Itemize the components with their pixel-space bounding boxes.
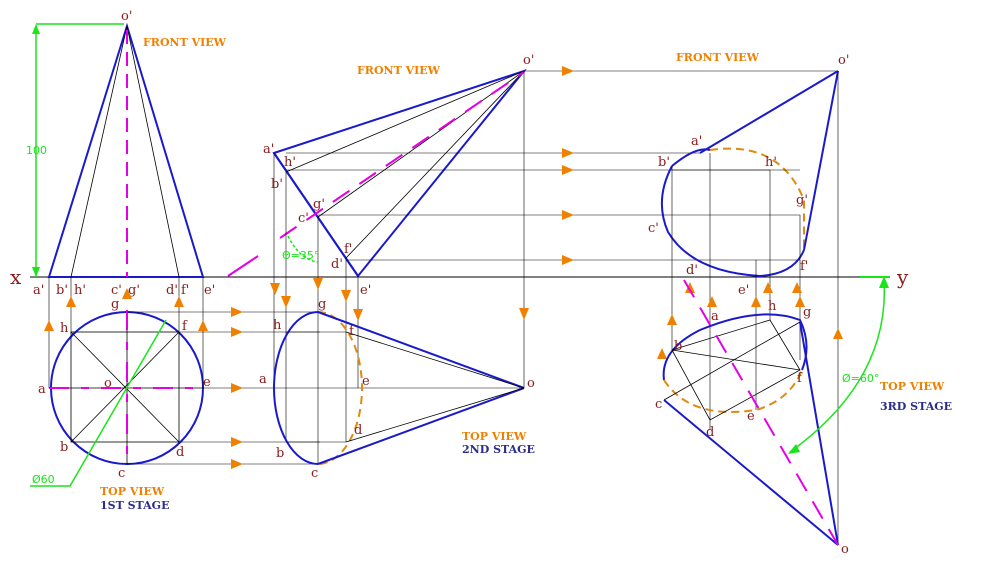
s3-top-f-label: f	[797, 371, 803, 386]
s2-front-e-label: e'	[360, 283, 371, 298]
stage1-top-view	[30, 277, 208, 487]
s2-front-title: FRONT VIEW	[357, 64, 441, 77]
s2-front-apex-label: o'	[523, 53, 534, 68]
s3-top-e-label: e	[747, 409, 755, 424]
stage3-top-view	[662, 276, 889, 546]
s2-front-f-label: f'	[344, 242, 352, 257]
s3-top-g-label: g	[803, 305, 811, 320]
s2-top-b-label: b	[276, 446, 284, 461]
s2-top-title: TOP VIEW	[462, 430, 527, 443]
s2-front-a-label: a'	[263, 142, 274, 157]
s3-front-b-label: b'	[658, 155, 670, 170]
s3-front-title: FRONT VIEW	[676, 51, 760, 64]
s1-stage-label: 1ST STAGE	[100, 499, 169, 512]
s1-front-f-label: f'	[181, 283, 189, 298]
s3-front-apex-label: o'	[838, 53, 849, 68]
s2-front-c-label: c'	[298, 211, 309, 226]
s1-top-f-label: f	[182, 319, 188, 334]
s2-top-h-label: h	[273, 318, 282, 333]
s3-top-title: TOP VIEW	[880, 380, 945, 393]
s1-front-d-label: d'	[166, 283, 178, 298]
s1-front-a-label: a'	[33, 283, 44, 298]
s1-top-b-label: b	[60, 440, 68, 455]
s1-top-o-label: o	[104, 376, 112, 391]
stage1-front-view	[32, 22, 205, 278]
stage2-to-stage3-projectors	[286, 66, 838, 265]
s2-top-f-label: f	[349, 324, 355, 339]
s3-front-h-label: h'	[765, 155, 777, 170]
s1-front-apex-label: o'	[121, 9, 132, 24]
stage2-front-view	[270, 68, 529, 464]
s1-front-title: FRONT VIEW	[143, 36, 227, 49]
s2-top-d-label: d	[354, 423, 362, 438]
s3-top-a-label: a	[711, 309, 719, 324]
diameter-dimension: Ø60	[32, 473, 55, 486]
y-axis-label: y	[896, 265, 909, 289]
s2-top-o-label: o	[527, 376, 535, 391]
s2-stage-label: 2ND STAGE	[462, 443, 535, 456]
s1-front-h-label: h'	[74, 283, 86, 298]
s3-stage-label: 3RD STAGE	[880, 400, 952, 413]
s2-front-g-label: g'	[313, 197, 325, 212]
s2-top-e-label: e	[362, 374, 370, 389]
s1-top-g-label: g	[111, 297, 119, 312]
x-axis-label: x	[10, 265, 22, 289]
s1-top-e-label: e	[203, 375, 211, 390]
stage2-top-view	[273, 311, 525, 465]
s3-top-b-label: b	[674, 339, 682, 354]
s2-front-d-label: d'	[331, 257, 343, 272]
s2-top-a-label: a	[259, 372, 267, 387]
s1-top-c-label: c	[118, 466, 125, 481]
xy-reference-line	[30, 255, 890, 278]
s3-top-o-label: o	[841, 542, 849, 557]
s3-top-c-label: c	[655, 397, 662, 412]
s1-top-a-label: a	[38, 382, 46, 397]
s1-front-c-label: c'	[111, 283, 122, 298]
s1-front-g-label: g'	[128, 283, 140, 298]
phi-angle-label: Ø=60°	[842, 372, 879, 385]
s1-top-title: TOP VIEW	[100, 485, 165, 498]
s1-top-h-label: h	[60, 321, 69, 336]
s3-front-d-label: d'	[686, 263, 698, 278]
s1-front-e-label: e'	[204, 283, 215, 298]
s2-front-b-label: b'	[271, 177, 283, 192]
stage1-to-stage2-projectors	[127, 307, 520, 469]
s3-front-e-label: e'	[738, 283, 749, 298]
s3-top-h-label: h	[768, 299, 777, 314]
s3-top-d-label: d	[706, 425, 714, 440]
s1-top-d-label: d	[176, 445, 184, 460]
s2-top-g-label: g	[318, 297, 326, 312]
s3-front-a-label: a'	[691, 134, 702, 149]
theta-angle-label: Θ=35°	[282, 249, 319, 262]
height-dimension: 100	[26, 144, 47, 157]
s3-front-f-label: f'	[800, 259, 808, 274]
s3-front-g-label: g'	[796, 193, 808, 208]
s2-top-c-label: c	[311, 466, 318, 481]
s3-front-c-label: c'	[648, 221, 659, 236]
s2-front-h-label: h'	[284, 155, 296, 170]
s1-front-b-label: b'	[56, 283, 68, 298]
stage3-front-view	[657, 70, 843, 545]
